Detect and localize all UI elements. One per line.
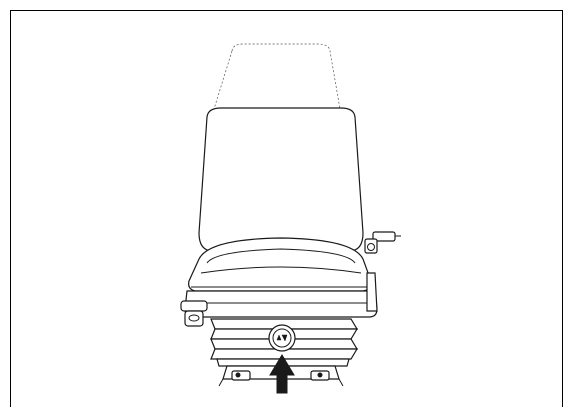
weight-adjust-knob [268, 324, 296, 352]
callout-arrow [269, 354, 295, 394]
seat-illustration [180, 43, 401, 394]
seat-frame [184, 290, 378, 318]
figure-frame [10, 10, 563, 407]
headrest [213, 43, 341, 110]
height-adjust-handle [180, 300, 208, 327]
backrest-adjust-lever [364, 231, 401, 254]
seat-cushion [188, 237, 372, 292]
backrest [198, 107, 364, 252]
right-side-bracket [366, 272, 378, 312]
